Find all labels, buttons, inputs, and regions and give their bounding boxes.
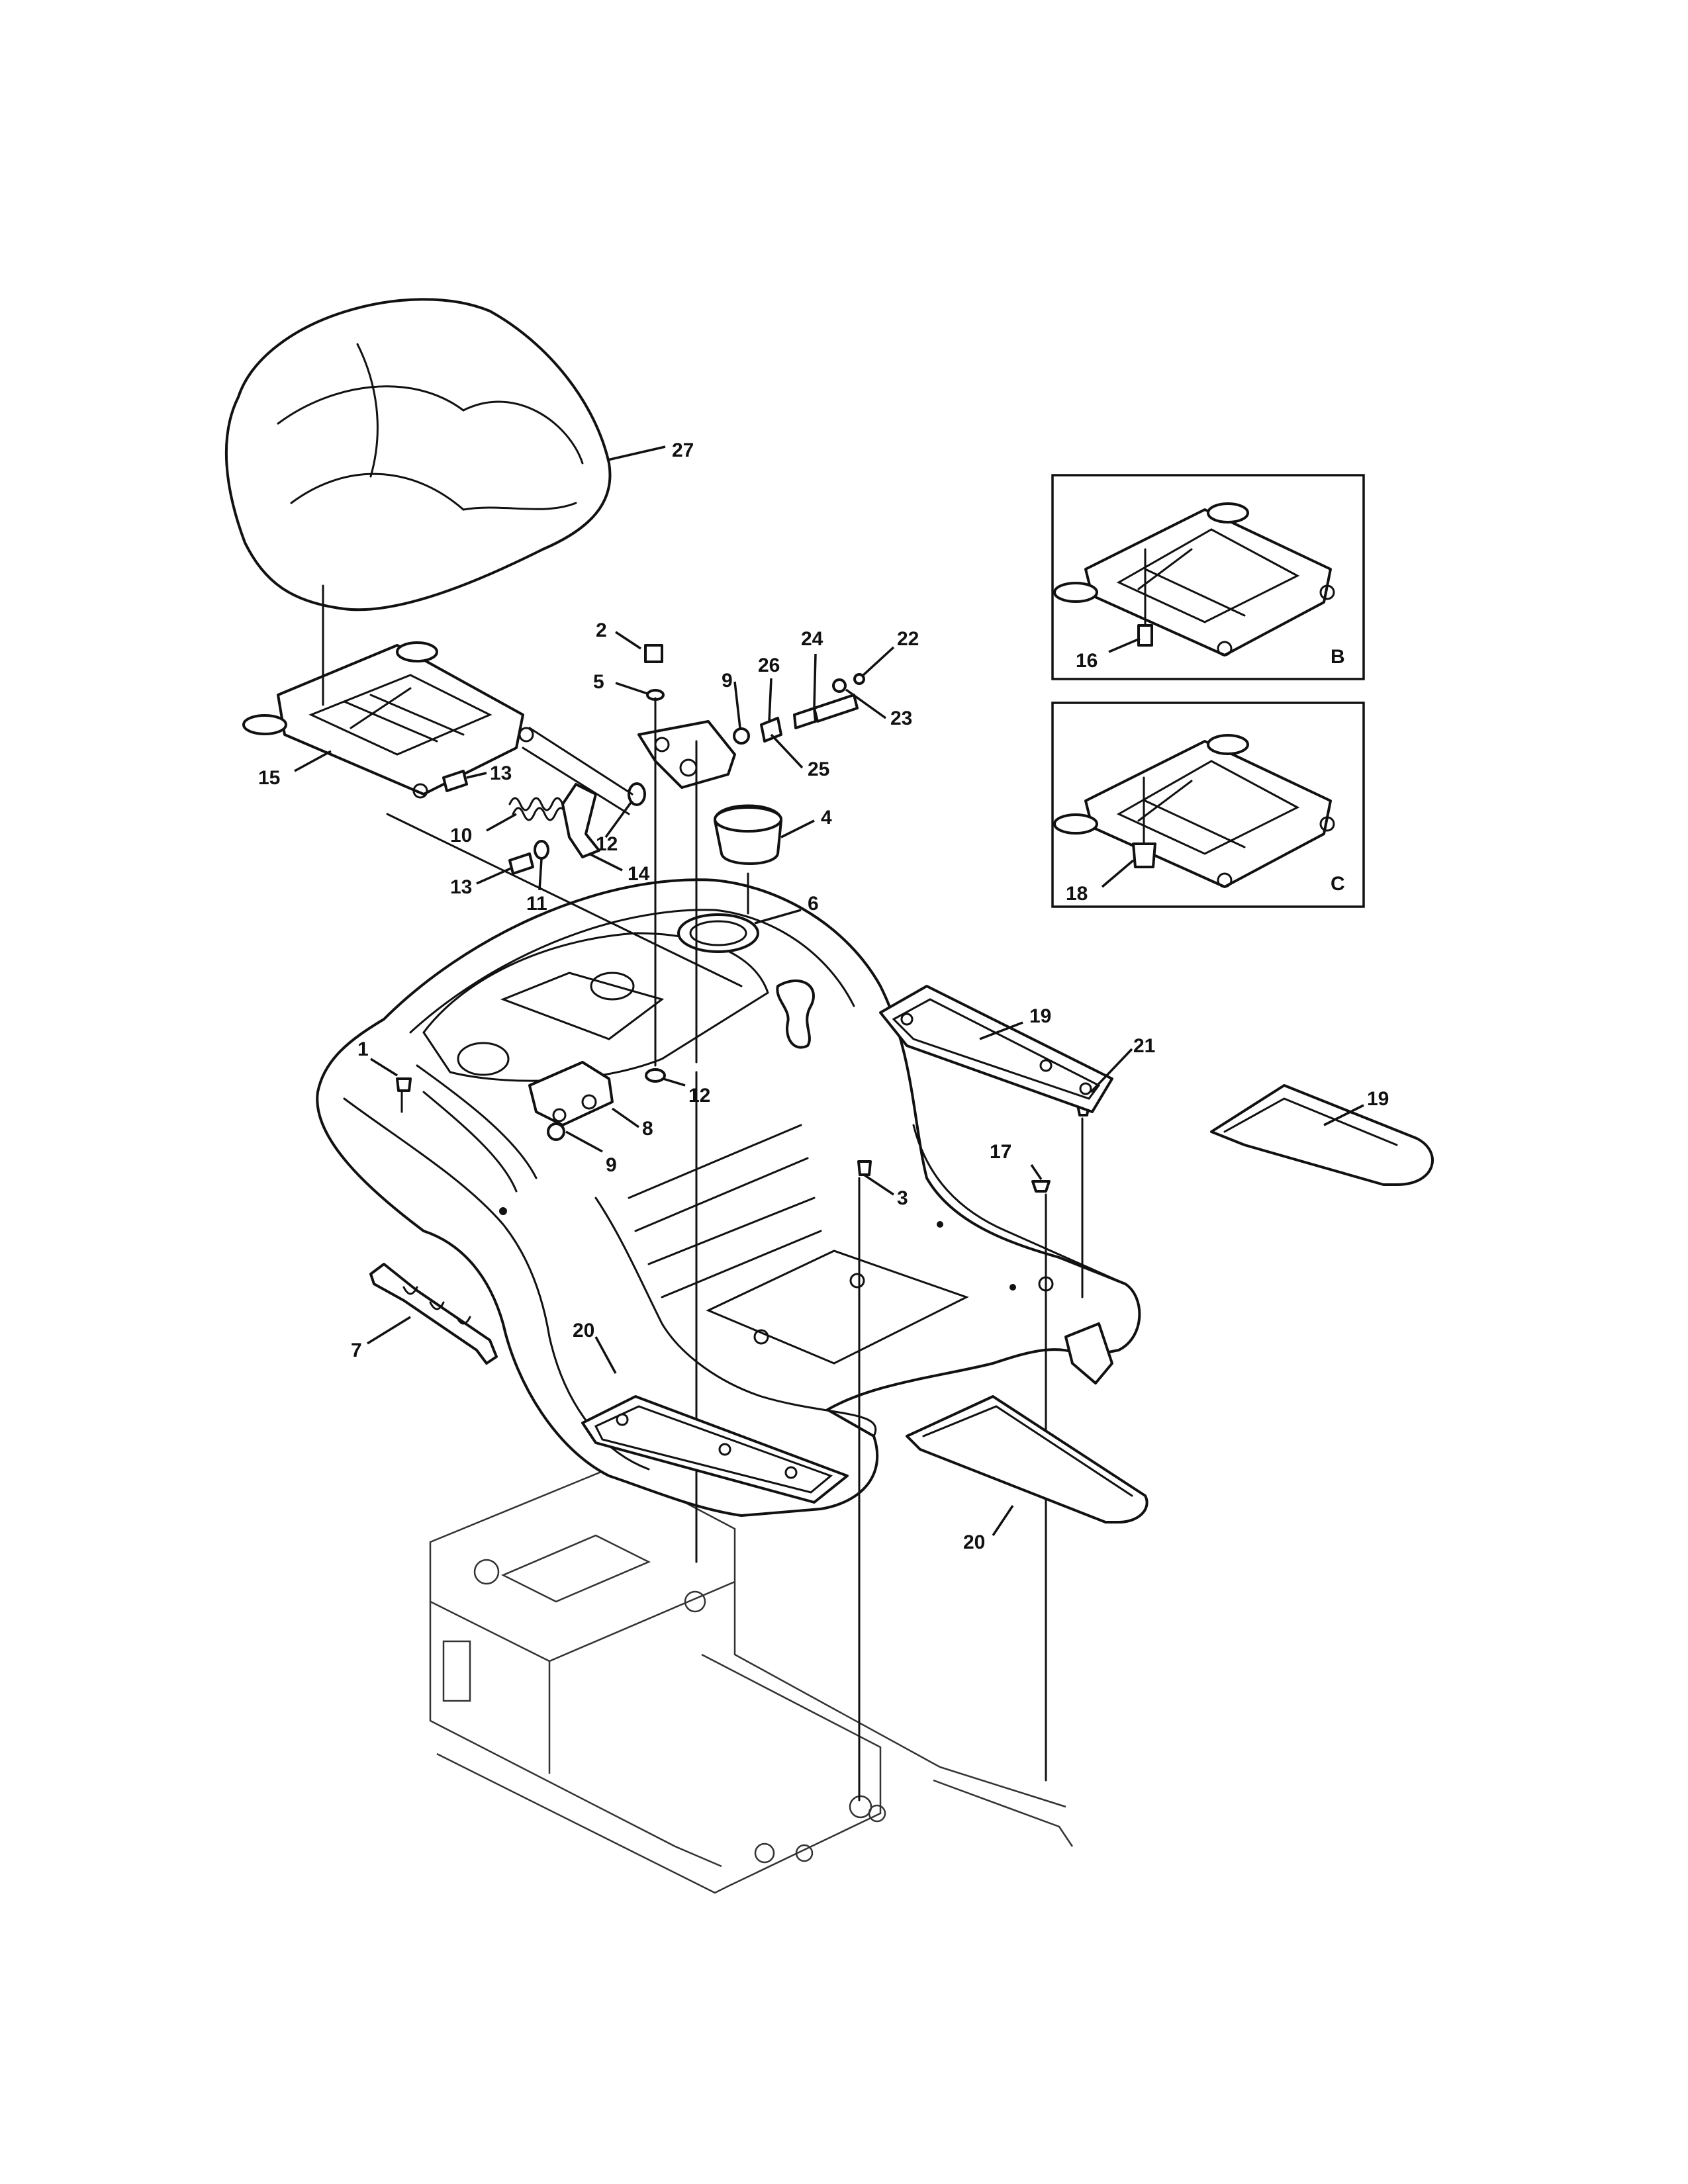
callout-10: 10	[450, 825, 472, 846]
callout-24: 24	[801, 628, 823, 650]
callout-16: 16	[1076, 650, 1098, 672]
inset-c-label: C	[1331, 873, 1345, 895]
callout-5: 5	[593, 671, 604, 693]
callout-18: 18	[1066, 883, 1088, 905]
leader-lines	[294, 445, 1364, 1536]
callout-1: 1	[357, 1038, 369, 1060]
inset-b	[1051, 474, 1365, 680]
callout-14: 14	[628, 863, 650, 885]
callout-21: 21	[1133, 1035, 1155, 1057]
callout-9-top: 9	[722, 670, 733, 692]
foot-pad-19-loose	[1210, 1084, 1434, 1186]
callout-25: 25	[808, 758, 829, 780]
callout-4: 4	[821, 807, 832, 829]
callout-13-top: 13	[490, 762, 512, 784]
callout-8: 8	[642, 1118, 653, 1140]
inset-c	[1051, 702, 1365, 908]
seat-hardware	[396, 644, 1090, 1193]
seat-cushion	[224, 298, 612, 612]
fender-body	[316, 878, 1141, 1517]
callout-17: 17	[990, 1141, 1011, 1163]
callout-2: 2	[596, 619, 607, 641]
callout-12-top: 12	[596, 833, 618, 855]
callout-19-loose: 19	[1367, 1088, 1389, 1110]
callout-22: 22	[897, 628, 919, 650]
foot-pad-19-installed	[879, 985, 1113, 1113]
callout-13-bottom: 13	[450, 876, 472, 898]
callout-20-installed: 20	[573, 1320, 594, 1342]
foot-pad-20-loose	[906, 1395, 1149, 1524]
fender-trim-7	[369, 1263, 498, 1365]
callout-19-installed: 19	[1029, 1005, 1051, 1027]
inset-b-label: B	[1331, 646, 1345, 668]
chassis-frame	[429, 1465, 1074, 1894]
callout-11: 11	[526, 893, 547, 915]
callout-labels: 27 2 5 9 26 24 22 23 25 4 6 15 13 10 12 …	[258, 439, 1389, 1553]
callout-7: 7	[351, 1340, 362, 1361]
foot-pad-20-installed	[581, 1395, 849, 1504]
callout-27: 27	[672, 439, 694, 461]
callout-20-loose: 20	[963, 1531, 985, 1553]
callout-12-bottom: 12	[688, 1085, 710, 1107]
callout-6: 6	[808, 893, 819, 915]
callout-9-bottom: 9	[606, 1154, 617, 1176]
callout-15: 15	[258, 767, 280, 789]
seat-pan	[242, 641, 534, 799]
callout-3: 3	[897, 1187, 908, 1209]
callout-23: 23	[890, 707, 912, 729]
callout-26: 26	[758, 655, 780, 676]
